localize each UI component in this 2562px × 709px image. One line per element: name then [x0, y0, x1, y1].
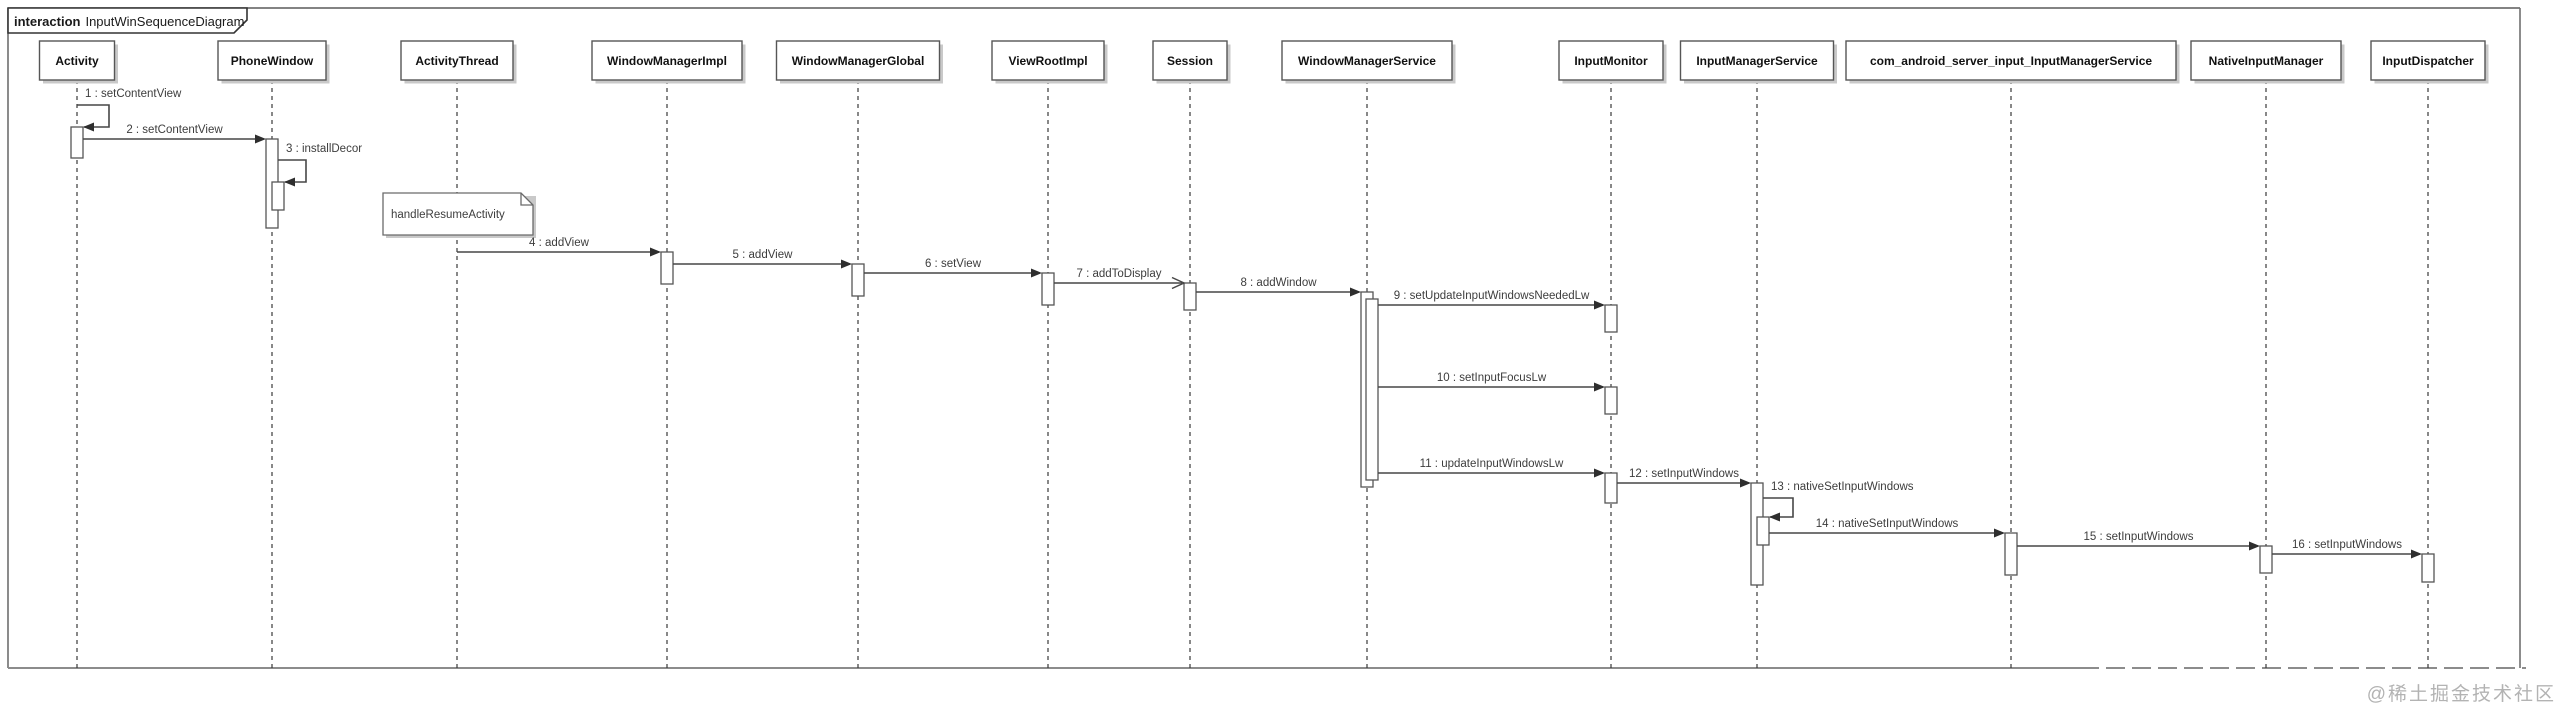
- message-line-13: [1763, 497, 1794, 518]
- lifeline-label-activity-thread: ActivityThread: [415, 54, 498, 68]
- lifeline-label-window-manager-impl: WindowManagerImpl: [607, 54, 727, 68]
- lifeline-label-input-monitor: InputMonitor: [1574, 54, 1648, 68]
- note-fold-icon: [520, 193, 533, 206]
- message-label-13: 13 : nativeSetInputWindows: [1771, 481, 1914, 493]
- activation-bar: [1041, 272, 1055, 306]
- activation-bar: [70, 126, 84, 159]
- message-label-7: 7 : addToDisplay: [1076, 268, 1161, 280]
- arrowhead-icon: [83, 122, 94, 132]
- open-arrowhead-icon: [1171, 276, 1186, 290]
- message-label-9: 9 : setUpdateInputWindowsNeededLw: [1394, 290, 1590, 302]
- interaction-frame-label: [7, 7, 248, 34]
- lifeline-label-com-android-server-input-input-manager-service: com_android_server_input_InputManagerSer…: [1870, 54, 2152, 68]
- activation-bar: [2259, 545, 2273, 574]
- lifeline-label-session: Session: [1167, 54, 1213, 68]
- message-label-15: 15 : setInputWindows: [2084, 531, 2194, 543]
- message-label-4: 4 : addView: [529, 237, 590, 249]
- message-label-3: 3 : installDecor: [286, 143, 362, 155]
- arrowhead-icon: [1594, 300, 1605, 310]
- activation-bar: [2421, 553, 2435, 583]
- message-line-3: [278, 159, 307, 183]
- arrowhead-icon: [2249, 541, 2260, 551]
- lifeline-head-activity: [38, 40, 116, 81]
- arrowhead-icon: [255, 134, 266, 144]
- note-text: handleResumeActivity: [391, 209, 505, 221]
- lifeline-label-input-manager-service: InputManagerService: [1696, 54, 1818, 68]
- lifeline-label-view-root-impl: ViewRootImpl: [1008, 54, 1087, 68]
- activation-bar: [271, 181, 285, 211]
- lifeline-head-activity-thread: [400, 40, 514, 81]
- arrowhead-icon: [1769, 512, 1780, 522]
- arrowhead-icon: [1994, 528, 2005, 538]
- activation-bar: [1756, 516, 1770, 546]
- lifeline-head-input-dispatcher: [2370, 40, 2486, 81]
- activation-bar: [1183, 282, 1197, 311]
- message-label-10: 10 : setInputFocusLw: [1437, 372, 1547, 384]
- message-label-5: 5 : addView: [733, 249, 794, 261]
- activation-bar: [1604, 386, 1618, 415]
- activation-bar: [2004, 532, 2018, 576]
- lifeline-head-input-manager-service: [1679, 40, 1835, 81]
- message-label-12: 12 : setInputWindows: [1629, 468, 1739, 480]
- message-label-2: 2 : setContentView: [126, 124, 223, 136]
- arrowhead-icon: [284, 177, 295, 187]
- lifeline-head-native-input-manager: [2190, 40, 2342, 81]
- note-box: [382, 192, 534, 236]
- activation-bar: [851, 263, 865, 297]
- lifeline-label-native-input-manager: NativeInputManager: [2209, 54, 2324, 68]
- activation-bar: [1365, 298, 1379, 481]
- message-label-16: 16 : setInputWindows: [2292, 539, 2402, 551]
- message-line-1: [77, 104, 110, 128]
- lifeline-head-window-manager-global: [775, 40, 941, 81]
- lifeline-label-window-manager-global: WindowManagerGlobal: [792, 54, 925, 68]
- juejin-watermark: @稀土掘金技术社区: [2366, 684, 2556, 705]
- arrowhead-icon: [841, 259, 852, 269]
- message-label-8: 8 : addWindow: [1240, 277, 1317, 289]
- arrowhead-icon: [1350, 287, 1361, 297]
- activation-bar: [1604, 472, 1618, 504]
- activation-bar: [1604, 304, 1618, 333]
- lifeline-head-com-android-server-input-input-manager-service: [1845, 40, 2177, 81]
- arrowhead-icon: [1740, 478, 1751, 488]
- lifeline-label-input-dispatcher: InputDispatcher: [2382, 54, 2474, 68]
- lifeline-head-view-root-impl: [991, 40, 1105, 81]
- arrowhead-icon: [1594, 468, 1605, 478]
- message-label-11: 11 : updateInputWindowsLw: [1420, 458, 1564, 470]
- lifeline-head-phone-window: [217, 40, 327, 81]
- lifeline-label-window-manager-service: WindowManagerService: [1298, 54, 1436, 68]
- activation-bar: [660, 251, 674, 285]
- message-label-6: 6 : setView: [925, 258, 982, 270]
- arrowhead-icon: [1594, 382, 1605, 392]
- lifeline-label-phone-window: PhoneWindow: [231, 54, 314, 68]
- lifeline-head-session: [1152, 40, 1228, 81]
- message-label-14: 14 : nativeSetInputWindows: [1816, 518, 1959, 530]
- lifeline-label-activity: Activity: [55, 54, 99, 68]
- lifeline-head-window-manager-service: [1281, 40, 1453, 81]
- lifeline-head-input-monitor: [1558, 40, 1664, 81]
- arrowhead-icon: [2411, 549, 2422, 559]
- message-label-1: 1 : setContentView: [85, 88, 182, 100]
- arrowhead-icon: [650, 247, 661, 257]
- arrowhead-icon: [1031, 268, 1042, 278]
- lifeline-head-window-manager-impl: [591, 40, 743, 81]
